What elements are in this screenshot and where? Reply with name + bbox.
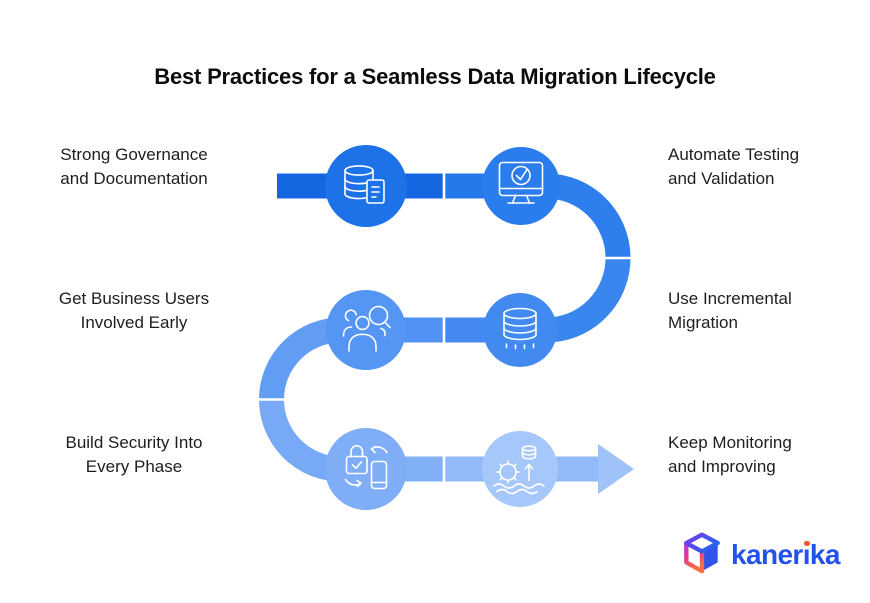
step-label-incremental-migration: Use Incremental Migration [668, 289, 792, 332]
step-label-keep-monitoring: Keep Monitoring and Improving [668, 433, 792, 476]
step-label-business-users: Get Business Users Involved Early [58, 289, 210, 332]
flow-arrowhead [598, 444, 634, 494]
step-circle-incremental [483, 293, 557, 367]
security-sync-icon [344, 444, 388, 490]
cube-top-face [684, 532, 720, 554]
step-circle-security [325, 428, 407, 510]
kanerika-cube-icon [684, 532, 720, 574]
step-circle-governance [325, 145, 407, 227]
monitoring-gear-icon [493, 445, 545, 495]
monitor-check-icon [498, 161, 544, 204]
database-document-icon [344, 165, 385, 204]
step-label-build-security: Build Security Into Every Phase [65, 433, 203, 476]
wordmark-text: kaner [731, 538, 803, 570]
flow-band [259, 173, 634, 494]
i-dot [804, 540, 810, 546]
step-label-automate-testing: Automate Testing and Validation [668, 145, 800, 188]
step-label-strong-governance: Strong Governance and Documentation [60, 145, 208, 188]
wordmark-i: ı [802, 538, 811, 570]
step-circle-monitoring [482, 431, 558, 507]
business-users-icon [342, 305, 391, 352]
incremental-database-icon [503, 307, 537, 350]
step-circle-users [326, 290, 406, 370]
flow-dividers [258, 172, 632, 483]
step-circle-testing [482, 147, 560, 225]
page-title: Best Practices for a Seamless Data Migra… [154, 64, 716, 89]
